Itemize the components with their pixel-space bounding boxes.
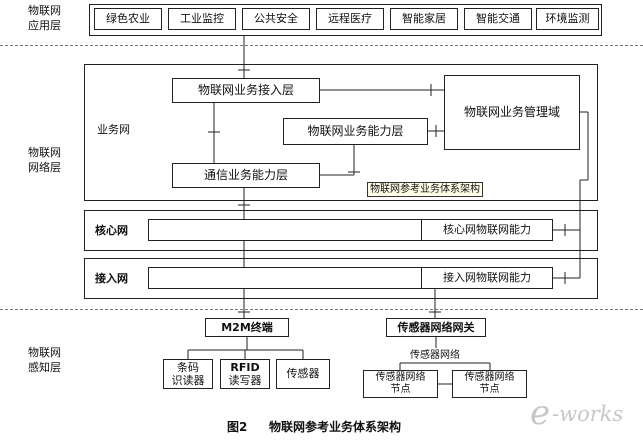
layer-label-app: 物联网 应用层 (28, 4, 61, 34)
app-item-green-agriculture: 绿色农业 (94, 8, 162, 30)
core-iot-capability: 核心网物联网能力 (421, 219, 553, 241)
sensor-node-1-line1: 传感器网络 (375, 372, 426, 383)
app-item-remote-medical: 远程医疗 (316, 8, 384, 30)
barcode-reader-line1: 条码 (177, 360, 199, 374)
layer-label-perception-line1: 物联网 (28, 346, 61, 359)
business-mgmt-domain: 物联网业务管理域 (444, 75, 580, 150)
figure-title: 物联网参考业务体系架构 (269, 420, 402, 434)
access-network-label: 接入网 (95, 272, 128, 285)
m2m-terminal: M2M终端 (205, 318, 289, 337)
barcode-reader: 条码 识读器 (163, 359, 213, 389)
watermark-logo-e: e (530, 393, 551, 433)
layer-label-network-line1: 物联网 (28, 146, 61, 159)
sensor-node-2-line1: 传感器网络 (464, 372, 515, 383)
app-item-smart-transport: 智能交通 (464, 8, 532, 30)
layer-label-app-line1: 物联网 (28, 4, 61, 17)
rfid-reader-line2: 读写器 (228, 374, 262, 387)
access-iot-capability: 接入网物联网能力 (421, 267, 553, 289)
layer-label-perception: 物联网 感知层 (28, 346, 61, 376)
sensor-network-gateway: 传感器网络网关 (386, 318, 486, 337)
layer-label-network-line2: 网络层 (28, 160, 61, 174)
app-item-industrial-monitoring: 工业监控 (168, 8, 236, 30)
sensor-device: 传感器 (276, 359, 330, 389)
rfid-reader-line1: RFID (230, 360, 260, 374)
layer-label-app-line2: 应用层 (28, 18, 61, 32)
core-network-frame (84, 210, 598, 251)
layer-separator-bottom (0, 309, 643, 310)
business-network-frame (84, 64, 598, 201)
business-network-label: 业务网 (97, 123, 130, 136)
core-network-label: 核心网 (95, 224, 128, 237)
figure-number: 图2 (227, 420, 248, 434)
sensor-node-2-line2: 节点 (479, 384, 500, 395)
layer-label-perception-line2: 感知层 (28, 360, 61, 374)
layer-separator-top (0, 45, 643, 46)
barcode-reader-line2: 识读器 (171, 374, 205, 387)
sensor-network-label: 传感器网络 (410, 350, 460, 361)
business-access-layer: 物联网业务接入层 (172, 78, 320, 103)
sensor-network-node-2: 传感器网络 节点 (452, 370, 527, 398)
hover-tooltip: 物联网参考业务体系架构 (367, 182, 483, 197)
access-network-frame (84, 258, 598, 299)
sensor-network-node-1: 传感器网络 节点 (363, 370, 438, 398)
app-item-smart-home: 智能家居 (390, 8, 458, 30)
app-item-env-monitoring: 环境监测 (536, 8, 599, 30)
sensor-node-1-line2: 节点 (390, 384, 411, 395)
comm-capability-layer: 通信业务能力层 (172, 163, 320, 188)
rfid-reader: RFID 读写器 (220, 359, 270, 389)
app-item-public-safety: 公共安全 (242, 8, 310, 30)
layer-label-network: 物联网 网络层 (28, 146, 61, 176)
app-layer-frame (89, 4, 602, 36)
business-capability-layer: 物联网业务能力层 (283, 118, 428, 145)
watermark-logo-works: -works (552, 402, 624, 426)
